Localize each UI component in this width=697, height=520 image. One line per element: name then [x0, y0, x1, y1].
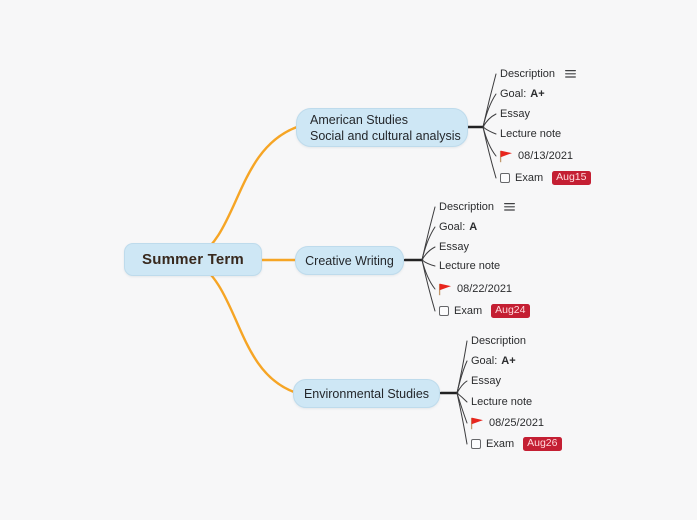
topic-subtitle: Social and cultural analysis [310, 128, 461, 143]
date-label: 08/22/2021 [457, 283, 513, 295]
subtopic-label: Lecture note [500, 128, 562, 140]
subtopic-exam[interactable]: Exam Aug24 [439, 303, 530, 319]
root-topic-label: Summer Term [142, 251, 244, 268]
topic-environmental-studies[interactable]: Environmental Studies [293, 379, 440, 408]
subtopic-label: Description [439, 201, 495, 213]
subtopic-label: Description [471, 335, 527, 347]
exam-label: Exam [486, 438, 515, 450]
exam-label: Exam [454, 305, 483, 317]
subtopic-date[interactable]: 08/22/2021 [438, 281, 512, 297]
goal-value: A [469, 221, 478, 233]
subtopic-essay[interactable]: Essay [500, 106, 530, 122]
goal-label: Goal: [439, 221, 466, 233]
exam-badge[interactable]: Aug15 [552, 171, 591, 185]
subtopic-lecture-note[interactable]: Lecture note [471, 394, 532, 410]
goal-label: Goal: [471, 355, 498, 367]
subtopic-label: Essay [471, 375, 501, 387]
exam-label: Exam [515, 172, 544, 184]
notes-icon[interactable] [504, 202, 515, 212]
task-checkbox[interactable] [439, 306, 449, 316]
subtopic-essay[interactable]: Essay [471, 373, 501, 389]
goal-value: A+ [530, 88, 545, 100]
task-checkbox[interactable] [471, 439, 481, 449]
subtopic-lecture-note[interactable]: Lecture note [439, 258, 500, 274]
subtopic-essay[interactable]: Essay [439, 239, 469, 255]
goal-value: A+ [501, 355, 516, 367]
subtopic-date[interactable]: 08/25/2021 [470, 415, 544, 431]
subtopic-label: Essay [439, 241, 469, 253]
subtopic-description[interactable]: Description [500, 66, 576, 82]
flag-icon[interactable] [499, 150, 513, 163]
subtopic-exam[interactable]: Exam Aug15 [500, 170, 591, 186]
exam-badge[interactable]: Aug26 [523, 437, 562, 451]
branch-connector-top [191, 125, 299, 262]
subtopic-label: Essay [500, 108, 530, 120]
subtopic-exam[interactable]: Exam Aug26 [471, 436, 562, 452]
topic2-subtopic-connectors [403, 206, 436, 312]
subtopic-goal[interactable]: Goal: A+ [500, 86, 545, 102]
topic-title: American Studies [310, 112, 408, 127]
subtopic-description[interactable]: Description [439, 199, 515, 215]
flag-icon[interactable] [438, 283, 452, 296]
subtopic-lecture-note[interactable]: Lecture note [500, 126, 561, 142]
topic-creative-writing[interactable]: Creative Writing [295, 246, 404, 275]
branch-connector-bottom [191, 258, 296, 394]
subtopic-label: Lecture note [471, 396, 533, 408]
topic-american-studies[interactable]: American Studies Social and cultural ana… [296, 108, 468, 147]
root-topic[interactable]: Summer Term [124, 243, 262, 276]
subtopic-goal[interactable]: Goal: A [439, 219, 477, 235]
topic-title: Creative Writing [305, 253, 394, 268]
subtopic-goal[interactable]: Goal: A+ [471, 353, 516, 369]
date-label: 08/25/2021 [489, 417, 545, 429]
topic3-subtopic-connectors [439, 340, 468, 445]
goal-label: Goal: [500, 88, 527, 100]
subtopic-label: Lecture note [439, 260, 501, 272]
notes-icon[interactable] [565, 69, 576, 79]
exam-badge[interactable]: Aug24 [491, 304, 530, 318]
topic-title: Environmental Studies [303, 386, 430, 401]
date-label: 08/13/2021 [518, 150, 574, 162]
topic1-subtopic-connectors [466, 73, 497, 179]
subtopic-label: Description [500, 68, 556, 80]
subtopic-description[interactable]: Description [471, 333, 526, 349]
flag-icon[interactable] [470, 417, 484, 430]
subtopic-date[interactable]: 08/13/2021 [499, 148, 573, 164]
task-checkbox[interactable] [500, 173, 510, 183]
